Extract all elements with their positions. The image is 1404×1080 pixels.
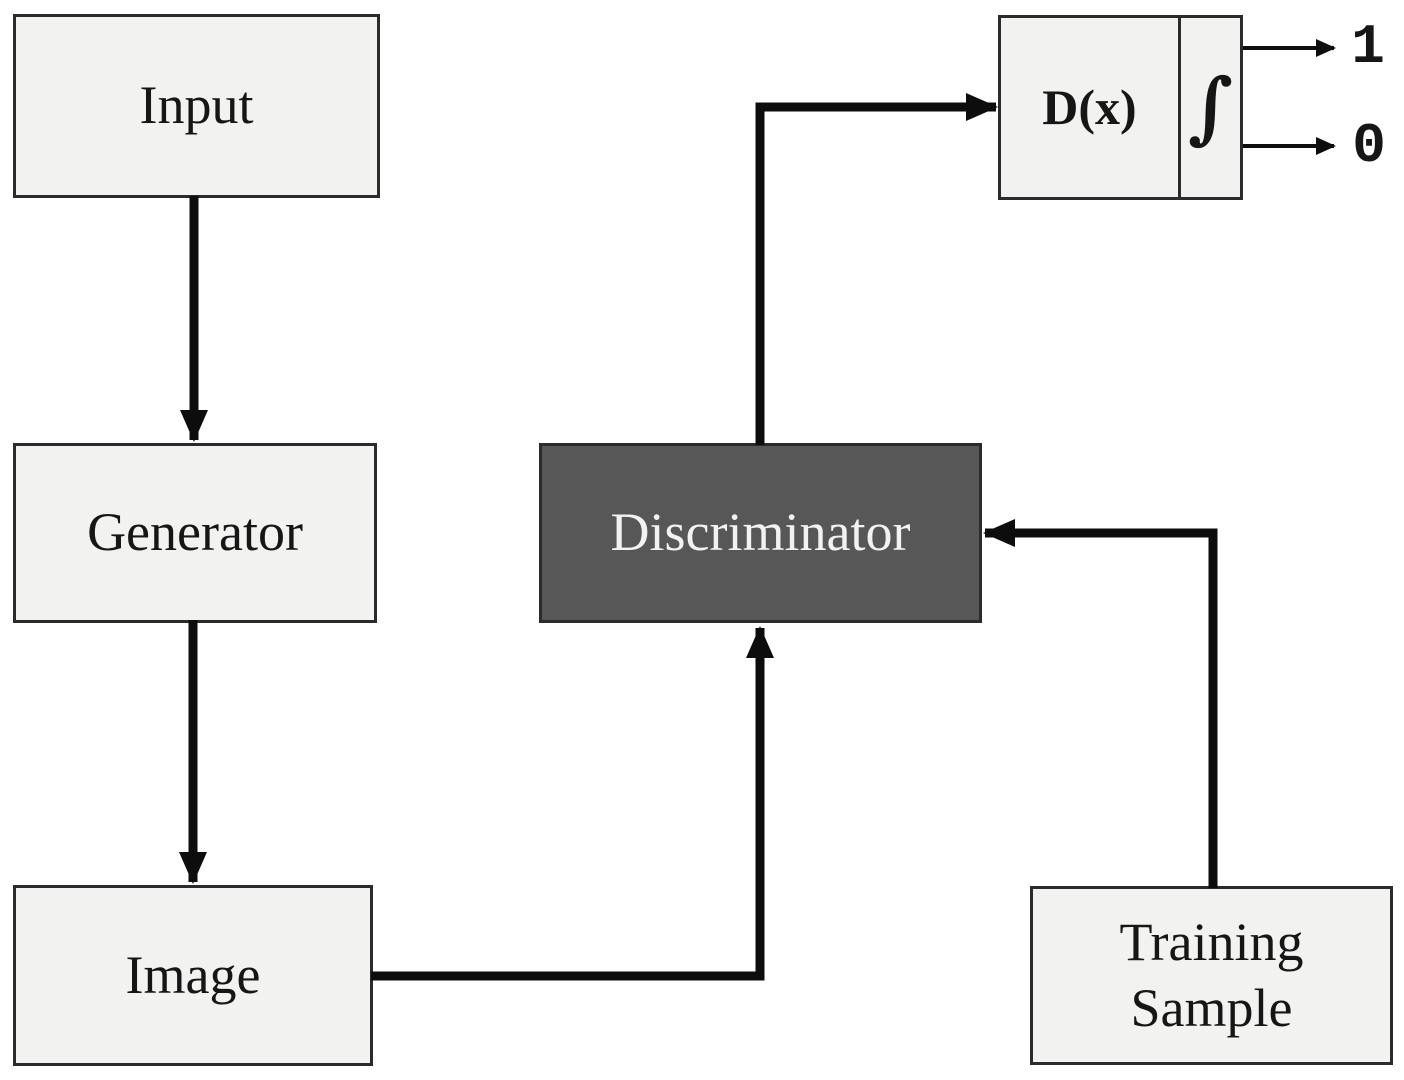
generator-node: Generator [13,443,377,623]
discriminator-node: Discriminator [539,443,982,623]
image-node: Image [13,885,373,1066]
dx-node-main-compartment: D(x) [1001,18,1178,197]
generator-node-label: Generator [87,502,303,563]
training-sample-node: Training Sample [1030,886,1393,1065]
integral-icon: ∫ [1187,61,1234,153]
dx-node-label: D(x) [1042,79,1137,135]
training-sample-node-label: Training Sample [1119,911,1304,1038]
arrow-training-sample-to-discriminator [983,519,1218,888]
output-fake-label: 0 [1352,114,1386,178]
output-real-label: 1 [1351,15,1385,79]
arrow-discriminator-to-dx [755,93,998,445]
input-node: Input [13,14,380,198]
image-node-label: Image [125,944,261,1005]
discriminator-node-label: Discriminator [610,502,911,563]
dx-node-integral-compartment: ∫ [1178,18,1240,197]
arrow-image-to-discriminator [371,626,774,981]
dx-node: D(x) ∫ [998,15,1243,200]
input-node-label: Input [139,75,254,136]
